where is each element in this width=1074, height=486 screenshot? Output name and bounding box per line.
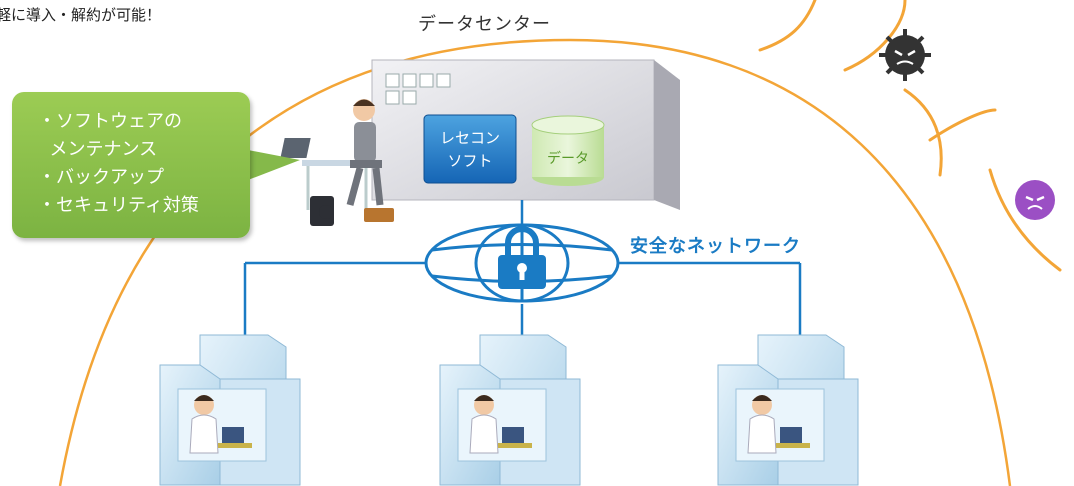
data-center-building <box>371 59 680 210</box>
clinic-building-3 <box>717 334 859 486</box>
callout-item: ・ソフトウェアの <box>38 111 182 132</box>
maintenance-callout: ・ソフトウェアの メンテナンス ・バックアップ ・セキュリティ対策 <box>12 92 250 238</box>
secure-network-globe-icon <box>424 223 620 303</box>
virus-icon <box>879 29 931 81</box>
clinic-building-2 <box>439 334 581 486</box>
software-box: レセコン ソフト <box>423 114 517 184</box>
technician-figure <box>280 99 394 226</box>
threat-face-icon <box>1015 180 1055 220</box>
callout-pointer <box>248 150 300 180</box>
intro-text: 軽に導入・解約が可能！ <box>0 6 162 24</box>
callout-list: ・ソフトウェアの メンテナンス ・バックアップ ・セキュリティ対策 <box>12 92 250 220</box>
lock-icon <box>498 226 546 289</box>
callout-item: メンテナンス <box>38 139 158 160</box>
clinic-building-1 <box>159 334 301 486</box>
data-center-title: データセンター <box>418 14 551 35</box>
database-icon: データ <box>531 115 605 186</box>
secure-network-label: 安全なネットワーク <box>630 236 801 257</box>
database-label: データ <box>547 150 589 167</box>
software-label-line2: ソフト <box>447 152 492 170</box>
software-label-line1: レセコン <box>440 129 500 147</box>
callout-item: ・バックアップ <box>38 167 164 188</box>
callout-item: ・セキュリティ対策 <box>38 195 199 216</box>
network-lines <box>243 200 802 338</box>
